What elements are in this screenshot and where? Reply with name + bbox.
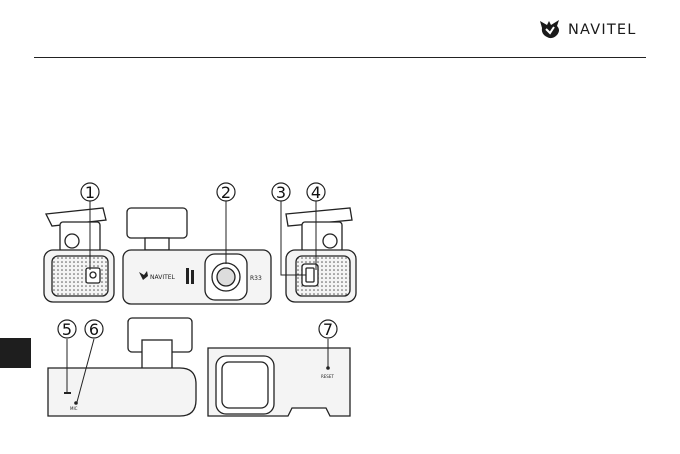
svg-text:1: 1 (85, 183, 95, 202)
callout-7: 7 (319, 320, 337, 339)
back-view (286, 208, 356, 302)
callout-3: 3 (272, 183, 290, 202)
callout-1: 1 (81, 183, 99, 202)
svg-text:3: 3 (276, 183, 286, 202)
top-view (208, 348, 350, 416)
mic-label: MIC (70, 406, 78, 411)
model-label: R33 (250, 275, 262, 282)
side-view (123, 208, 271, 304)
callout-5: 5 (58, 320, 76, 339)
reset-label: RESET (321, 374, 334, 379)
svg-text:6: 6 (89, 320, 99, 339)
callout-4: 4 (307, 183, 325, 202)
device-brand-label: NAVITEL (150, 274, 176, 281)
svg-text:2: 2 (221, 183, 231, 202)
callout-6: 6 (85, 320, 103, 339)
svg-text:4: 4 (311, 183, 321, 202)
callout-2: 2 (217, 183, 235, 202)
front-view (44, 208, 114, 302)
svg-text:5: 5 (62, 320, 72, 339)
svg-text:7: 7 (323, 320, 333, 339)
